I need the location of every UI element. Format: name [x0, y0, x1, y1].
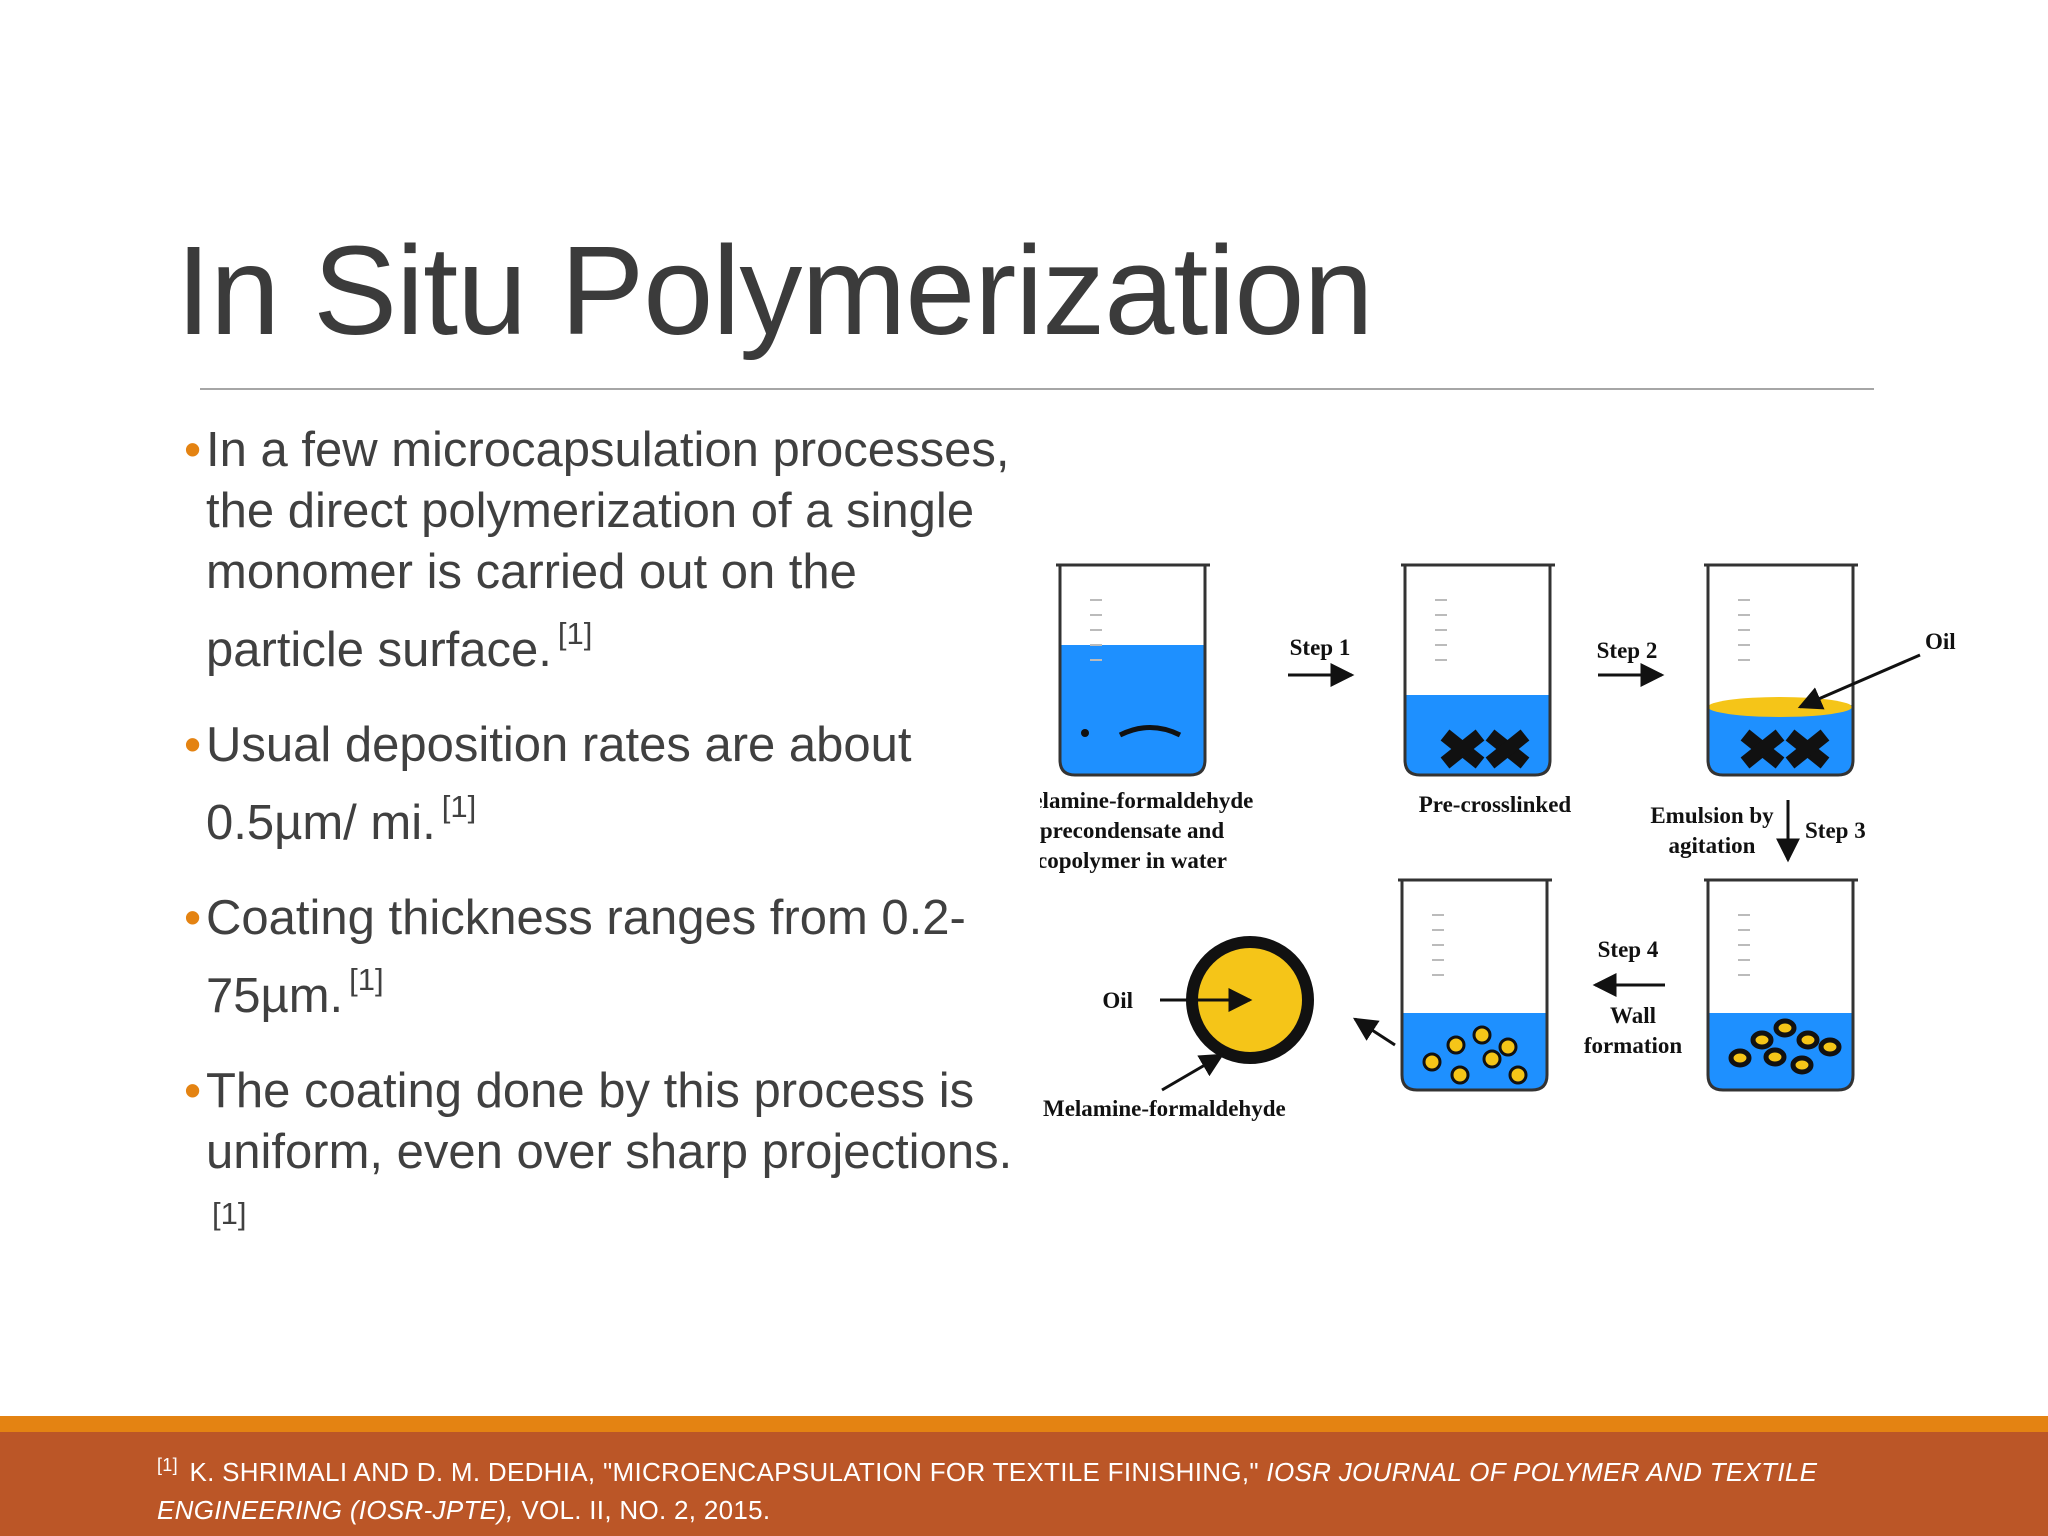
label-mf-precondensate-2: precondensate and: [1040, 818, 1224, 843]
process-diagram: Step 1 Step 2 Oil: [1040, 535, 1960, 1155]
step-4-label: Step 4: [1598, 937, 1659, 962]
citation-marker: [1]: [212, 1196, 247, 1231]
bullet-marker: •: [184, 891, 202, 945]
bullet-text: In a few microcapsulation processes, the…: [206, 423, 1010, 677]
bullet-item: • Usual deposition rates are about 0.5µm…: [184, 715, 1024, 854]
capsule-pointer: [1352, 1017, 1396, 1047]
label-mf-precondensate-1: Melamine-formaldehyde: [1040, 788, 1253, 813]
slide-title: In Situ Polymerization: [176, 220, 1374, 361]
bullet-text: Coating thickness ranges from 0.2-75µm.: [206, 891, 966, 1023]
footer-reference-tail: vol. II, no. 2, 2015.: [521, 1495, 771, 1525]
step-2-label: Step 2: [1597, 638, 1658, 663]
label-emulsion-1: Emulsion by: [1650, 803, 1774, 828]
beaker-2: [1401, 563, 1555, 777]
footer-citation-marker: [1]: [157, 1455, 178, 1475]
bullet-item: • The coating done by this process is un…: [184, 1061, 1024, 1261]
label-mf-precondensate-3: copolymer in water: [1040, 848, 1227, 873]
bullet-item: • Coating thickness ranges from 0.2-75µm…: [184, 888, 1024, 1027]
bullet-marker: •: [184, 718, 202, 772]
citation-marker: [1]: [441, 789, 477, 824]
step-3-label: Step 3: [1805, 818, 1866, 843]
footer-reference-journal: IOSR Journal of Polymer and Textile Engi…: [157, 1457, 1818, 1525]
oil-pointer-top: [1797, 653, 1921, 710]
bullet-marker: •: [184, 423, 202, 477]
beaker-1: [1056, 563, 1210, 777]
label-wall-2: formation: [1584, 1033, 1683, 1058]
label-precrosslinked: Pre-crosslinked: [1419, 792, 1572, 817]
bullet-text: Usual deposition rates are about 0.5µm/ …: [206, 718, 912, 850]
citation-marker: [1]: [349, 962, 384, 997]
oil-label-top: Oil: [1925, 629, 1956, 654]
beaker-3: [1704, 563, 1858, 777]
bullet-text: The coating done by this process is unif…: [206, 1064, 1013, 1179]
footer-reference: [1] K. Shrimali and D. M. Dedhia, "Micro…: [157, 1446, 1997, 1529]
citation-marker: [1]: [557, 616, 593, 651]
beaker-4: [1704, 878, 1858, 1092]
label-mf-shell: Melamine-formaldehyde: [1043, 1096, 1286, 1121]
label-wall-1: Wall: [1610, 1003, 1656, 1028]
footer-reference-main: K. Shrimali and D. M. Dedhia, "Microenca…: [189, 1457, 1259, 1487]
label-emulsion-2: agitation: [1669, 833, 1756, 858]
step-1-label: Step 1: [1290, 635, 1351, 660]
bullet-list: • In a few microcapsulation processes, t…: [184, 420, 1024, 1295]
oil-label-capsule: Oil: [1102, 988, 1133, 1013]
title-divider: [200, 388, 1874, 390]
microcapsule: [1160, 936, 1314, 1092]
beaker-5: [1398, 878, 1552, 1092]
footer-accent-bar: [0, 1416, 2048, 1432]
bullet-marker: •: [184, 1064, 202, 1118]
footer-bar: [0, 1432, 2048, 1536]
bullet-item: • In a few microcapsulation processes, t…: [184, 420, 1024, 681]
